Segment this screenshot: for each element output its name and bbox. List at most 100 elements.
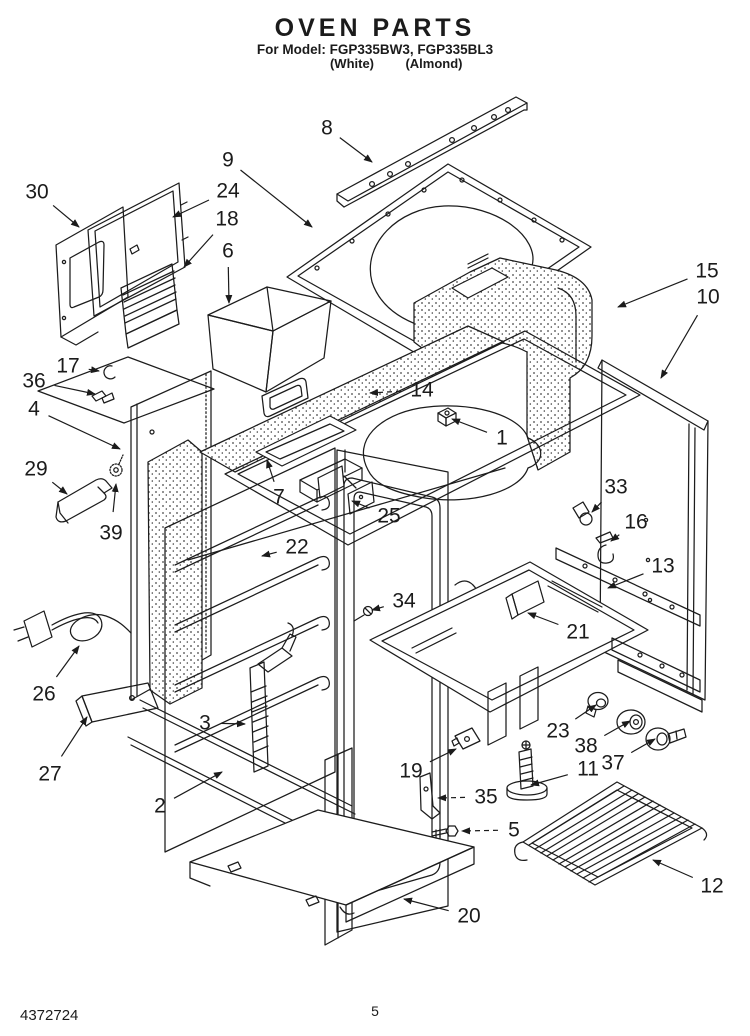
part-number-label: 38 <box>574 735 597 758</box>
retainer-clip <box>103 365 116 380</box>
callout-7: 7 <box>266 459 285 509</box>
callout-17: 17 <box>56 355 100 378</box>
callout-37: 37 <box>601 738 656 775</box>
part-number-label: 16 <box>624 511 647 534</box>
part-number-label: 33 <box>604 476 627 499</box>
part-number-label: 8 <box>321 117 333 140</box>
part-number-label: 26 <box>32 683 55 706</box>
drawer-bracket <box>505 580 545 620</box>
vent-duct <box>207 286 332 418</box>
part-number-label: 36 <box>22 370 45 393</box>
callout-16: 16 <box>610 511 648 542</box>
power-cord <box>13 610 132 648</box>
part-number-label: 21 <box>566 621 589 644</box>
callout-23: 23 <box>546 704 597 743</box>
vent-frame <box>255 415 357 467</box>
part-number-label: 3 <box>199 712 211 735</box>
callout-8: 8 <box>321 117 373 163</box>
callout-39: 39 <box>99 483 123 545</box>
part-number-label: 35 <box>474 786 497 809</box>
callout-24: 24 <box>172 180 240 218</box>
part-number-label: 20 <box>457 905 480 928</box>
callout-34: 34 <box>371 590 416 613</box>
callout-20: 20 <box>403 897 481 928</box>
callout-9: 9 <box>222 149 313 228</box>
callout-4: 4 <box>28 398 121 450</box>
part-number-label: 5 <box>508 819 520 842</box>
callout-18: 18 <box>183 208 239 268</box>
backguard-grille <box>120 263 180 349</box>
part-number-label: 9 <box>222 149 234 172</box>
part-number-label: 6 <box>222 240 234 263</box>
finish-almond-label: (Almond) <box>405 56 462 71</box>
base-pan <box>189 809 475 923</box>
insulation-wrap <box>413 257 593 471</box>
leveling-foot <box>506 740 548 801</box>
model-line: For Model: FGP335BW3, FGP335BL3 <box>257 42 494 57</box>
part-number-label: 10 <box>696 286 719 309</box>
part-number-label: 25 <box>377 505 400 528</box>
page-number: 5 <box>371 1003 379 1019</box>
callout-33: 33 <box>591 476 628 513</box>
callout-29: 29 <box>24 458 68 495</box>
callout-14: 14 <box>369 379 434 402</box>
part-number-label: 18 <box>215 208 238 231</box>
callout-21: 21 <box>527 612 590 644</box>
part-number-label: 12 <box>700 875 723 898</box>
support-clip <box>451 727 481 750</box>
part-number-label: 34 <box>392 590 416 613</box>
document-number: 4372724 <box>20 1007 78 1024</box>
part-number-label: 24 <box>216 180 240 203</box>
roller-large <box>616 709 646 735</box>
page-title: OVEN PARTS <box>275 14 476 42</box>
knob-roller <box>645 727 687 751</box>
part-number-label: 30 <box>25 181 48 204</box>
cavity-insulation-top <box>199 325 505 473</box>
leg-bracket <box>419 772 441 820</box>
clip-bracket <box>91 390 115 404</box>
callout-2: 2 <box>154 771 223 818</box>
callout-22: 22 <box>261 536 309 559</box>
part-number-label: 2 <box>154 795 166 818</box>
part-number-label: 17 <box>56 355 79 378</box>
part-number-label: 19 <box>399 760 422 783</box>
callout-10: 10 <box>660 286 720 379</box>
part-number-label: 23 <box>546 720 569 743</box>
rear-panel <box>37 356 215 701</box>
callout-1: 1 <box>451 418 508 450</box>
part-number-label: 11 <box>577 758 599 781</box>
square-nut <box>437 407 457 427</box>
part-number-label: 7 <box>273 486 285 509</box>
callout-38: 38 <box>574 720 631 758</box>
callout-12: 12 <box>652 859 724 898</box>
oven-cavity <box>127 325 641 946</box>
broiler-drawer <box>369 547 703 746</box>
part-number-label: 1 <box>496 427 508 450</box>
grommet <box>109 454 124 477</box>
hook-clip <box>595 531 614 564</box>
callout-35: 35 <box>437 786 498 809</box>
door-stop <box>55 478 113 524</box>
part-number-label: 13 <box>651 555 674 578</box>
part-number-label: 4 <box>28 398 40 421</box>
callout-25: 25 <box>351 500 401 528</box>
finish-white-label: (White) <box>330 56 374 71</box>
callout-36: 36 <box>22 370 96 396</box>
screw-left <box>353 605 374 622</box>
part-number-label: 15 <box>695 260 718 283</box>
callout-30: 30 <box>25 181 80 228</box>
callout-11: 11 <box>530 758 599 787</box>
roller-small <box>585 691 609 718</box>
hex-screw <box>431 825 459 839</box>
oven-rack <box>514 781 708 886</box>
plug-button <box>572 501 593 526</box>
callout-5: 5 <box>461 819 520 842</box>
rack-guides <box>174 495 330 753</box>
callout-19: 19 <box>399 748 457 783</box>
callout-13: 13 <box>607 555 675 589</box>
callout-27: 27 <box>38 716 88 786</box>
top-trim-rail <box>336 96 528 208</box>
